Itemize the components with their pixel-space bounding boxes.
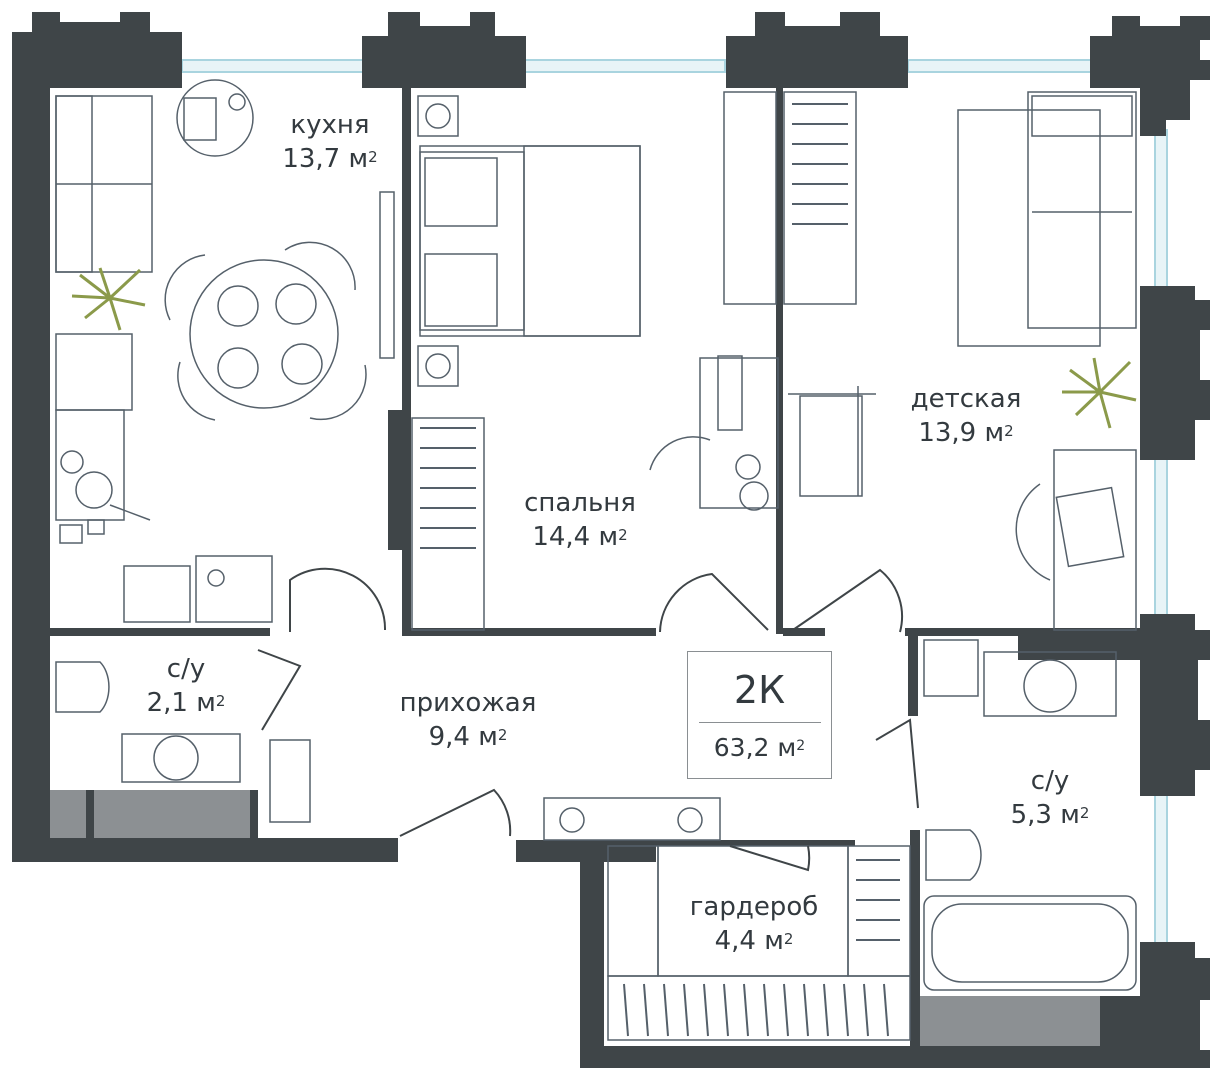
room-area: 9,4 м2	[428, 722, 508, 752]
room-name: детская	[910, 384, 1022, 414]
apartment-badge: 2К 63,2 м2	[687, 651, 832, 779]
room-name: спальня	[524, 488, 636, 518]
room-name: прихожая	[399, 688, 537, 718]
room-label-kids: детская 13,9 м2	[911, 382, 1022, 450]
room-label-wc1: с/у 2,1 м2	[147, 652, 226, 720]
room-label-kitchen: кухня 13,7 м2	[282, 108, 377, 176]
walls	[12, 12, 1210, 1068]
apartment-total-area: 63,2 м2	[713, 733, 806, 762]
furniture	[55, 79, 1137, 1041]
room-label-wc2: с/у 5,3 м2	[1011, 764, 1090, 832]
badge-divider	[698, 722, 821, 723]
room-area: 2,1 м2	[146, 688, 226, 718]
room-label-bedroom: спальня 14,4 м2	[524, 486, 636, 554]
apartment-type: 2К	[733, 668, 786, 712]
room-area: 13,7 м2	[282, 144, 378, 174]
hangers	[420, 103, 900, 1037]
room-name: гардероб	[689, 892, 819, 922]
room-area: 13,9 м2	[918, 418, 1014, 448]
plants	[71, 267, 1137, 429]
room-area: 4,4 м2	[714, 926, 794, 956]
room-label-wardrobe: гардероб 4,4 м2	[690, 890, 819, 958]
room-name: с/у	[166, 654, 206, 684]
room-area: 5,3 м2	[1010, 800, 1090, 830]
windows	[181, 59, 1168, 946]
room-name: с/у	[1030, 766, 1070, 796]
room-label-hall: прихожая 9,4 м2	[400, 686, 537, 754]
room-area: 14,4 м2	[532, 522, 628, 552]
room-name: кухня	[290, 110, 370, 140]
doors	[257, 567, 919, 872]
utility-strips	[50, 790, 1100, 1046]
